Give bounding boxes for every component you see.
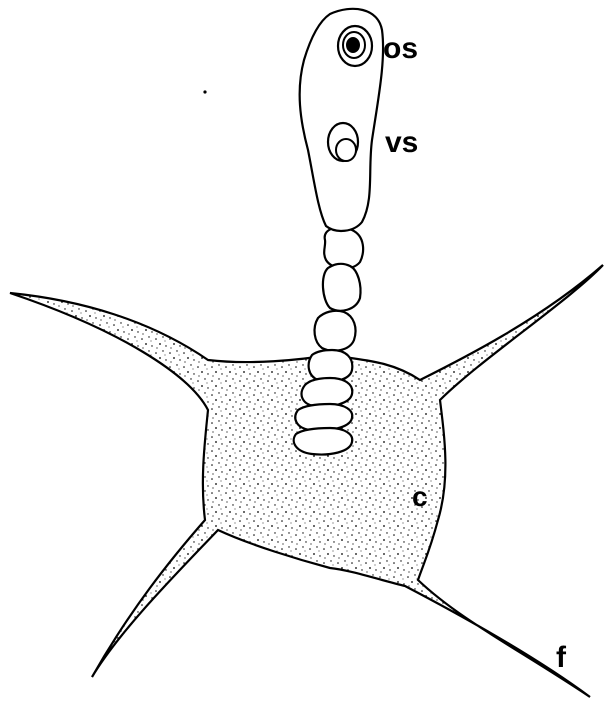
stalk-segment: [324, 227, 363, 268]
stalk-segment: [315, 311, 356, 351]
label-f: f: [556, 643, 566, 673]
label-os: os: [383, 34, 418, 64]
stalk-segment: [294, 428, 353, 455]
stalk-segment: [323, 264, 361, 311]
stalk-segment: [295, 404, 352, 431]
vacuole-structure-inner: [336, 139, 356, 161]
label-vs: vs: [385, 128, 418, 158]
stray-dot: [203, 90, 206, 93]
ocular-structure-core: [346, 37, 360, 53]
cell-body: [10, 265, 603, 697]
stalk-segment: [309, 350, 353, 382]
label-c: c: [412, 483, 428, 511]
stalk-segment: [302, 378, 353, 407]
